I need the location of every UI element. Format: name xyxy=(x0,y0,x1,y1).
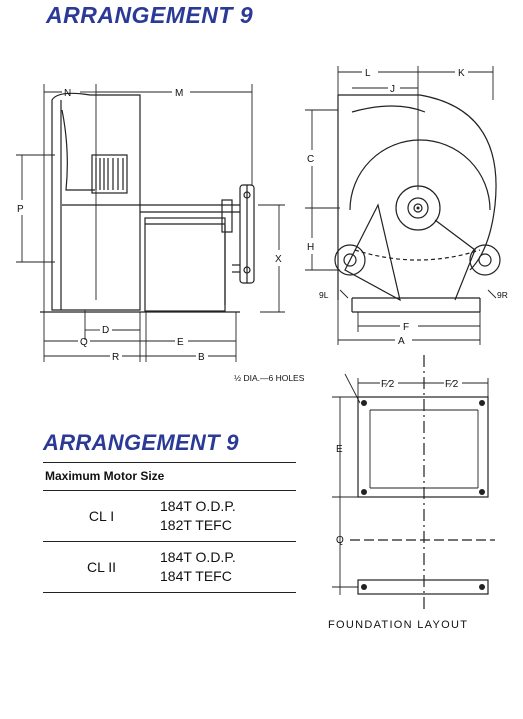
table-header: Maximum Motor Size xyxy=(43,462,296,491)
dim-label-k: K xyxy=(458,68,465,79)
motor-size: 184T O.D.P. xyxy=(160,498,236,514)
page-title: ARRANGEMENT 9 xyxy=(46,2,254,28)
dim-label-l: L xyxy=(365,68,371,79)
dim-label-d: D xyxy=(102,325,109,336)
dim-label-e: E xyxy=(177,337,184,348)
end-view-dimension-lines xyxy=(305,66,497,345)
dim-label-x: X xyxy=(275,254,282,265)
fan-housing-end-view xyxy=(334,94,501,313)
foundation-layout-label: FOUNDATION LAYOUT xyxy=(328,619,469,631)
table-cell-class: CL I xyxy=(88,508,115,524)
dim-label-foundation-e: E xyxy=(336,444,343,455)
dim-label-r: R xyxy=(112,352,119,363)
foundation-layout-drawing xyxy=(332,355,495,610)
foundation-bolt-holes xyxy=(361,206,485,590)
dim-label-b: B xyxy=(198,352,205,363)
table-cell-class: CL II xyxy=(86,559,117,575)
dim-label-foundation-q: Q xyxy=(336,535,344,546)
fan-housing-side-view xyxy=(40,92,255,313)
section-title: ARRANGEMENT 9 xyxy=(43,430,239,455)
holes-note: ½ DIA.—6 HOLES xyxy=(234,373,305,383)
dim-label-a: A xyxy=(398,336,405,347)
dim-label-c: C xyxy=(307,154,314,165)
motor-size: 182T TEFC xyxy=(160,517,232,533)
dim-label-q: Q xyxy=(80,337,88,348)
table-cell-motors: 184T O.D.P. 182T TEFC xyxy=(160,497,236,535)
dim-label-m: M xyxy=(175,88,183,99)
dim-label-h: H xyxy=(307,242,314,253)
dim-label-9l: 9L xyxy=(319,290,329,300)
table-row: CL I 184T O.D.P. 182T TEFC xyxy=(43,491,296,542)
table-row: CL II 184T O.D.P. 184T TEFC xyxy=(43,542,296,593)
side-view-dimension-lines xyxy=(16,84,285,362)
motor-size: 184T TEFC xyxy=(160,568,232,584)
table-cell-motors: 184T O.D.P. 184T TEFC xyxy=(160,548,236,586)
motor-size: 184T O.D.P. xyxy=(160,549,236,565)
dim-label-p: P xyxy=(17,204,24,215)
dim-label-n: N xyxy=(64,88,71,99)
motor-size-table: Maximum Motor Size CL I 184T O.D.P. 182T… xyxy=(43,462,296,593)
dim-label-half-f-right: F⁄2 xyxy=(445,379,459,390)
dim-label-j: J xyxy=(390,84,395,95)
dim-label-f: F xyxy=(403,322,409,333)
dim-label-9r: 9R xyxy=(497,290,508,300)
dim-label-half-f-left: F⁄2 xyxy=(381,379,395,390)
